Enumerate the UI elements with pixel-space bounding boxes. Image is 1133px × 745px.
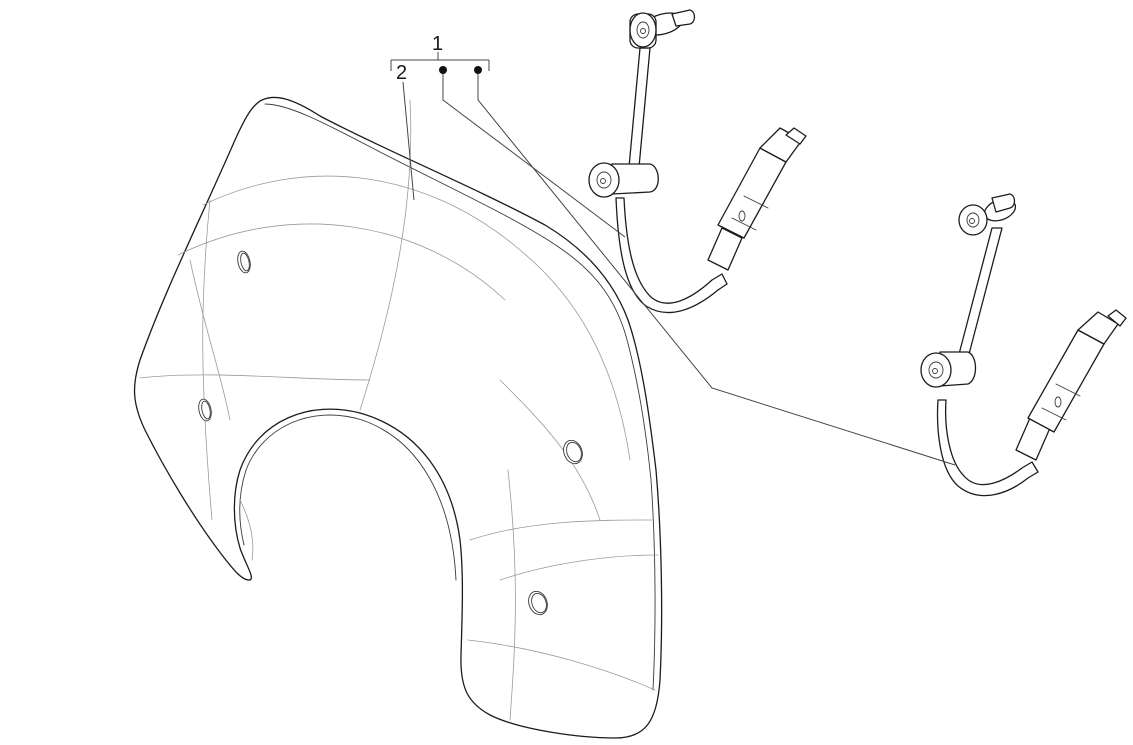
callout-number-assembly: 1: [432, 33, 443, 55]
callout-leaders: [390, 52, 956, 466]
mounting-hole: [528, 590, 548, 616]
callout-number-windshield: 2: [396, 62, 407, 84]
mounting-bracket-upper: [588, 9, 807, 314]
mounting-hole: [563, 439, 583, 465]
windshield: [133, 96, 663, 739]
mounting-bracket-lower: [920, 193, 1127, 497]
callout-dot: [439, 66, 447, 74]
callout-dot: [474, 66, 482, 74]
